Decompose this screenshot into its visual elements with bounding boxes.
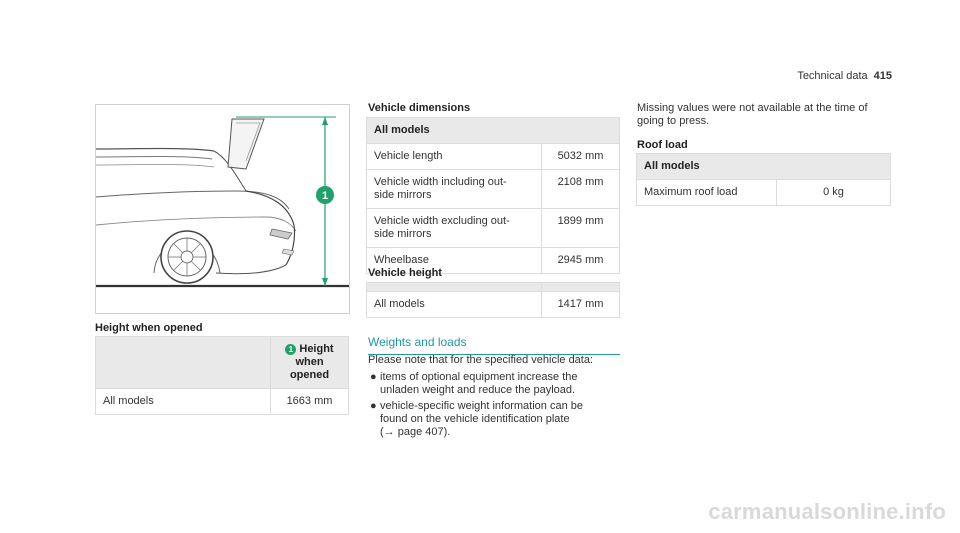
vehicle-dimensions-table: All models Vehicle length 5032 mm Vehicl… [366, 117, 620, 274]
table-row: All models 1663 mm [95, 388, 349, 415]
bullet-icon: ● [370, 371, 377, 383]
row-label: Vehicle width excluding out-side mirrors [366, 208, 542, 248]
note-line: Missing values were not available at the… [637, 102, 868, 114]
watermark: carmanualsonline.info [708, 499, 946, 524]
table-row: Vehicle length 5032 mm [366, 143, 620, 170]
head-line: when [295, 356, 324, 368]
row-value: 1663 mm [270, 388, 349, 415]
table-header-row: All models [366, 117, 620, 144]
bullet-line: items of optional equipment increase the [380, 371, 578, 383]
table-row: Maximum roof load 0 kg [636, 179, 891, 206]
row-value: 1899 mm [541, 208, 620, 248]
header-title: Technical data [797, 70, 868, 82]
row-label-line: Vehicle width including out- [374, 176, 507, 188]
row-label: Vehicle length [366, 143, 542, 170]
table-row: All models 1417 mm [366, 291, 620, 318]
car-trunk-illustration: 1 [96, 116, 349, 288]
callout-1-icon: 1 [285, 343, 297, 355]
bullet-line: found on the vehicle identification plat… [380, 413, 570, 425]
vehicle-height-table: All models 1417 mm [366, 282, 620, 318]
missing-values-note: Missing values were not available at the… [637, 102, 897, 128]
row-label: Maximum roof load [636, 179, 777, 206]
list-item: ● items of optional equipment increase t… [368, 371, 624, 397]
row-label-line: Vehicle width excluding out- [374, 215, 510, 227]
table-header-row: All models [636, 153, 891, 180]
row-value: 2945 mm [541, 247, 620, 274]
page-reference-link[interactable]: (→ page 407). [380, 426, 451, 438]
row-label: All models [366, 291, 542, 318]
page-number: 415 [873, 70, 892, 82]
roof-load-title: Roof load [637, 139, 688, 151]
roof-load-table: All models Maximum roof load 0 kg [636, 153, 891, 206]
row-label: Wheelbase [366, 247, 542, 274]
row-value: 5032 mm [541, 143, 620, 170]
row-value: 2108 mm [541, 169, 620, 209]
table-row: Wheelbase 2945 mm [366, 247, 620, 274]
vehicle-dimensions-title: Vehicle dimensions [368, 102, 471, 114]
weights-loads-body: Please note that for the specified vehic… [368, 354, 624, 442]
bullet-line: vehicle-specific weight information can … [380, 400, 583, 412]
vehicle-figure: 1 [95, 104, 350, 314]
row-value: 1417 mm [541, 291, 620, 318]
table-header: All models [636, 153, 891, 180]
weights-bullet-list: ● items of optional equipment increase t… [368, 371, 624, 439]
weights-intro: Please note that for the specified vehic… [368, 354, 594, 366]
note-line: going to press. [637, 115, 710, 127]
table-row: Vehicle width excluding out-side mirrors… [366, 208, 620, 248]
head-line: Height [299, 343, 334, 355]
list-item: ● vehicle-specific weight information ca… [368, 400, 624, 439]
page-header: Technical data 415 [797, 70, 892, 82]
row-label: All models [95, 388, 271, 415]
row-label-line: side mirrors [374, 189, 432, 201]
row-label: Vehicle width including out-side mirrors [366, 169, 542, 209]
table-row: Vehicle width including out-side mirrors… [366, 169, 620, 209]
bullet-icon: ● [370, 400, 377, 412]
table-header: All models [366, 117, 620, 144]
row-value: 0 kg [776, 179, 891, 206]
figure-callout: 1 [322, 190, 328, 202]
vehicle-height-title: Vehicle height [368, 267, 442, 279]
height-opened-title: Height when opened [95, 322, 203, 334]
head-line: opened [289, 369, 330, 381]
bullet-line: unladen weight and reduce the payload. [380, 384, 576, 396]
weights-loads-title: Weights and loads [368, 335, 620, 355]
table-header-row [366, 282, 620, 292]
row-label-line: side mirrors [374, 228, 432, 240]
